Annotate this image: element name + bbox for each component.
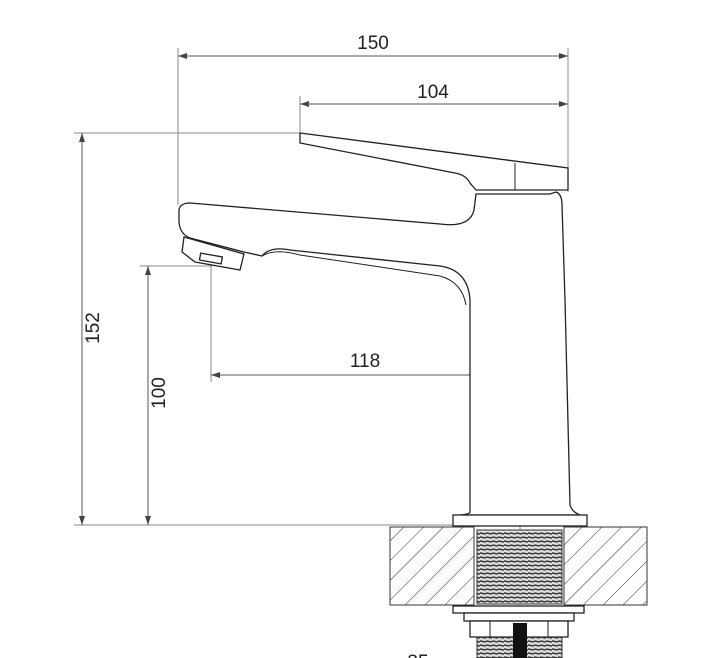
countertop-section: [389, 526, 648, 606]
dim-spout-height: 100: [149, 377, 170, 409]
threaded-shank: [476, 529, 563, 605]
dim-spout-reach: 118: [350, 351, 380, 372]
mounting-rod: [513, 623, 527, 658]
dim-bottom-partial: 35: [407, 652, 428, 658]
dimension-lines: [79, 53, 568, 525]
dim-lever-length: 104: [417, 82, 449, 103]
mounting-hardware: [452, 605, 585, 658]
dim-overall-width: 150: [357, 33, 389, 54]
faucet-body: [178, 132, 588, 527]
dim-overall-height: 152: [83, 312, 104, 344]
